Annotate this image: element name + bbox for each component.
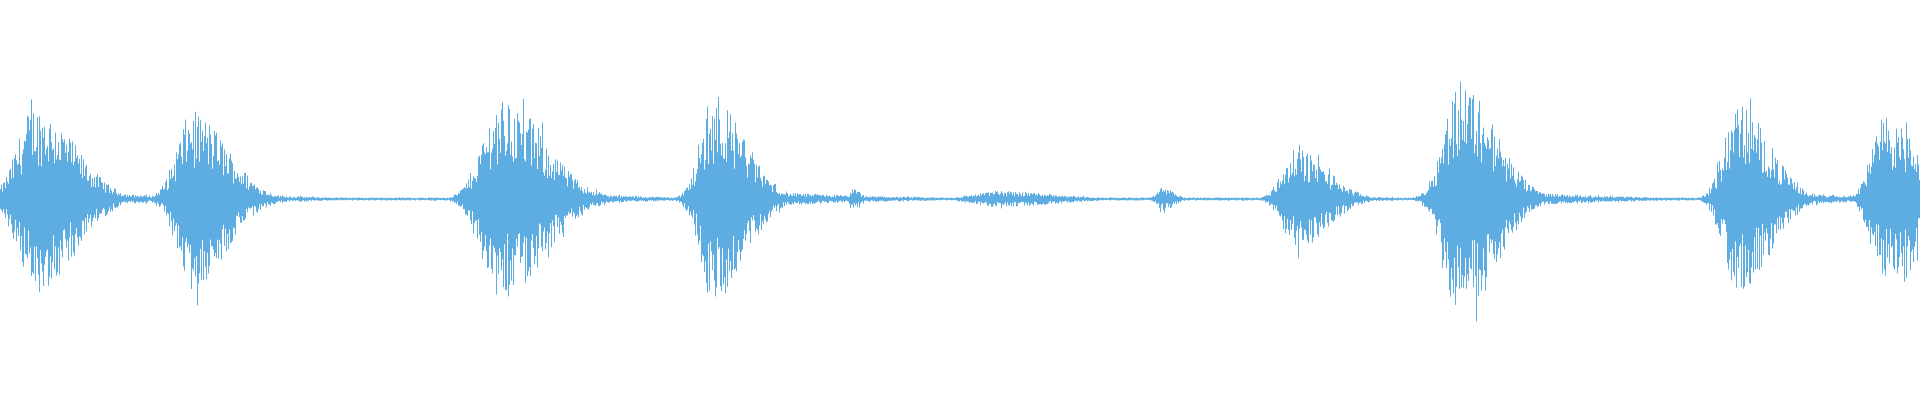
waveform-samples [0,81,1920,322]
waveform-path [0,81,1920,322]
